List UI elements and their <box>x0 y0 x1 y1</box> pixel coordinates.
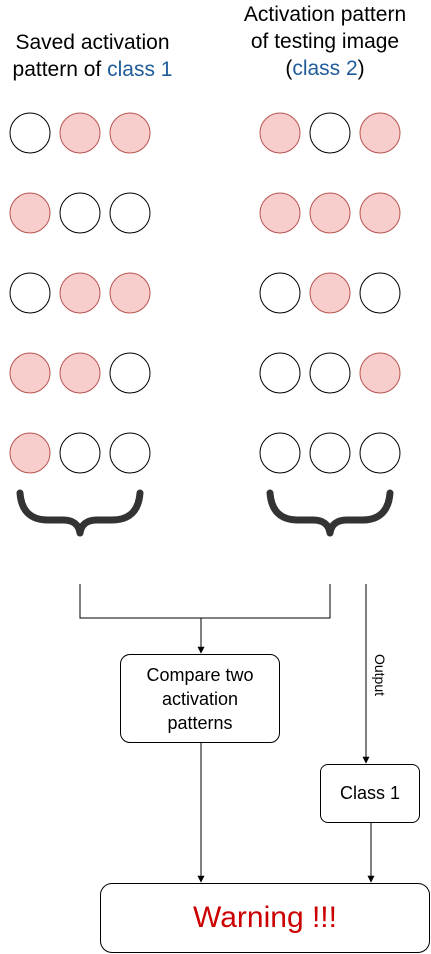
saved-neuron-r4-c1-active <box>9 352 51 394</box>
saved-neuron-r4-c3-inactive <box>109 352 151 394</box>
testing-neuron-r2-c2-active <box>309 192 351 234</box>
warning-box: Warning !!! <box>100 883 430 953</box>
merge-connector <box>79 584 331 619</box>
saved-neuron-r3-c3-active <box>109 272 151 314</box>
paren-open: ( <box>285 57 293 80</box>
compare-box-line2: activation <box>161 688 239 709</box>
testing-pattern-title-line2: of testing image <box>250 30 400 53</box>
left-curly-brace <box>16 489 144 537</box>
class-1-label: class 1 <box>107 58 173 81</box>
testing-neuron-r2-c1-active <box>259 192 301 234</box>
right-curly-brace <box>266 489 394 537</box>
saved-neuron-r3-c1-inactive <box>9 272 51 314</box>
testing-neuron-r4-c2-inactive <box>309 352 351 394</box>
saved-neuron-r2-c1-active <box>9 192 51 234</box>
saved-neuron-r5-c1-active <box>9 432 51 474</box>
saved-neuron-r1-c2-active <box>59 112 101 154</box>
testing-pattern-title: Activation pattern of testing image (cla… <box>225 1 425 82</box>
compare-box-line3: patterns <box>167 712 233 733</box>
saved-neuron-r3-c2-active <box>59 272 101 314</box>
testing-neuron-r5-c2-inactive <box>309 432 351 474</box>
testing-neuron-r3-c1-inactive <box>259 272 301 314</box>
compare-patterns-box: Compare two activation patterns <box>120 654 280 743</box>
testing-neuron-r5-c1-inactive <box>259 432 301 474</box>
testing-neuron-r3-c2-active <box>309 272 351 314</box>
testing-neuron-r5-c3-inactive <box>359 432 401 474</box>
testing-neuron-r1-c1-active <box>259 112 301 154</box>
saved-neuron-r4-c2-active <box>59 352 101 394</box>
testing-neuron-r4-c1-inactive <box>259 352 301 394</box>
testing-pattern-title-line1: Activation pattern <box>243 3 407 26</box>
testing-neuron-r1-c2-inactive <box>309 112 351 154</box>
saved-pattern-title-line1: Saved activation <box>15 31 170 54</box>
testing-neuron-r4-c3-active <box>359 352 401 394</box>
paren-close: ) <box>357 57 365 80</box>
testing-neuron-r2-c3-active <box>359 192 401 234</box>
saved-neuron-r2-c2-inactive <box>59 192 101 234</box>
saved-pattern-title-line2: pattern of <box>12 58 108 81</box>
testing-neuron-r1-c3-active <box>359 112 401 154</box>
saved-neuron-r1-c3-active <box>109 112 151 154</box>
saved-pattern-title: Saved activation pattern of class 1 <box>0 29 185 83</box>
warning-label: Warning !!! <box>193 901 337 934</box>
output-label: Output <box>372 653 388 697</box>
predicted-class-label: Class 1 <box>339 783 401 803</box>
predicted-class-box: Class 1 <box>320 764 420 823</box>
saved-neuron-r1-c1-inactive <box>9 112 51 154</box>
compare-box-line1: Compare two <box>146 664 254 685</box>
compare-box-text: Compare two activation patterns <box>146 663 253 735</box>
saved-neuron-r5-c3-inactive <box>109 432 151 474</box>
class-2-label: class 2 <box>292 57 358 80</box>
testing-neuron-r3-c3-inactive <box>359 272 401 314</box>
saved-neuron-r2-c3-inactive <box>109 192 151 234</box>
saved-activation-grid <box>9 112 151 474</box>
saved-neuron-r5-c2-inactive <box>59 432 101 474</box>
testing-activation-grid <box>259 112 401 474</box>
